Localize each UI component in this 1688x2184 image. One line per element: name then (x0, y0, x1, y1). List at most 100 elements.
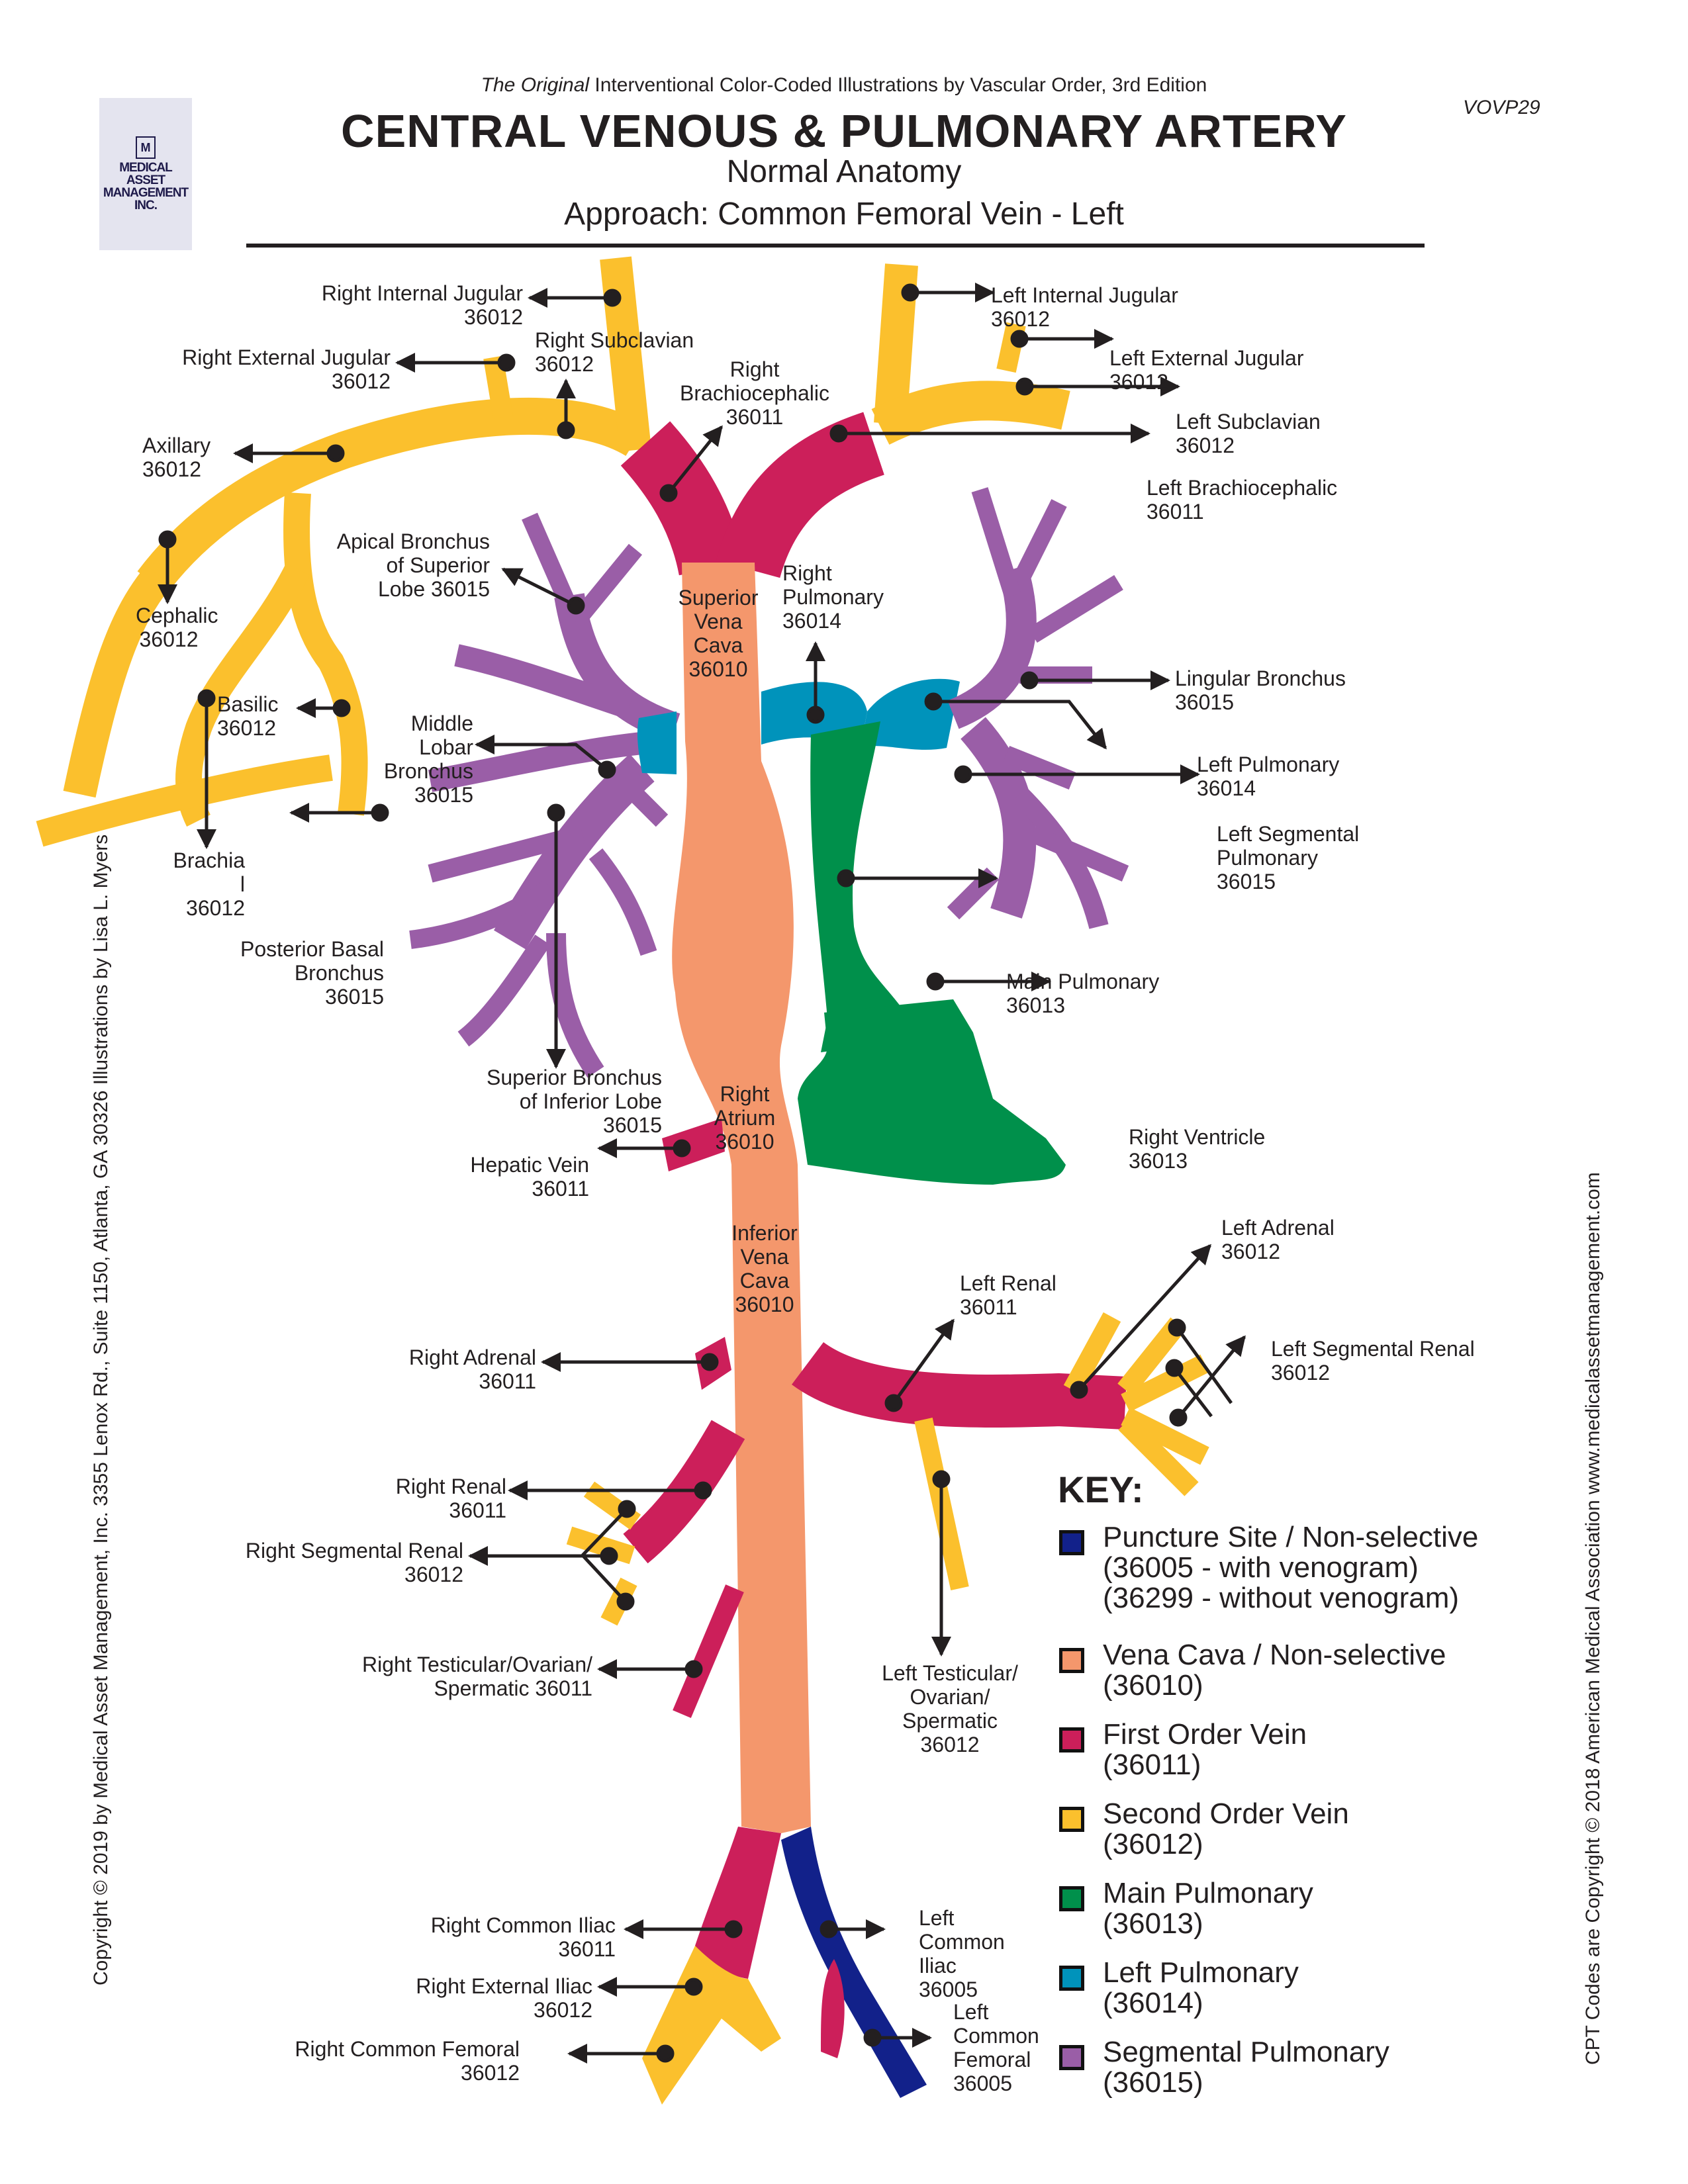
key-item-text: Second Order Vein(36012) (1103, 1799, 1349, 1860)
series-tagline: The Original Interventional Color-Coded … (0, 74, 1688, 97)
label-line: Cava (739, 1269, 790, 1293)
label-line: Left Subclavian (1176, 410, 1321, 433)
label-line: Left Renal (960, 1271, 1056, 1295)
label-line: Right Testicular/Ovarian/ (362, 1653, 592, 1676)
label-line: 36012 (464, 305, 523, 329)
label-line: Left (919, 1906, 955, 1930)
label-line: 36013 (1006, 993, 1065, 1017)
label-line: Brachiocephalic (680, 381, 829, 405)
label-line: Right (729, 357, 780, 381)
key-item-line: (36014) (1103, 1987, 1203, 2019)
label-line: Right Renal (395, 1475, 506, 1498)
document-code: VOVP29 (1463, 97, 1540, 118)
label-line: 36012 (535, 352, 594, 376)
key-swatch-icon (1059, 1530, 1084, 1555)
label-line: of Inferior Lobe (519, 1089, 662, 1113)
key-item-line: (36299 - without venogram) (1103, 1582, 1460, 1614)
label-line: Vena (740, 1245, 789, 1269)
key-item-line: (36013) (1103, 1907, 1203, 1940)
right-external-iliac-vessel (642, 1946, 781, 2105)
label-line: Atrium (714, 1106, 776, 1130)
label-line: Left Brachiocephalic (1147, 476, 1338, 500)
label-line: Vena (694, 610, 743, 633)
label-line: Superior (678, 586, 759, 610)
right-renal-vessel (623, 1420, 745, 1564)
label-line: 36015 (414, 783, 473, 807)
left-subclavian-vessel (871, 381, 1070, 445)
left-renal-vessel (792, 1342, 1127, 1430)
label-line: Right Adrenal (408, 1345, 536, 1369)
key-item-line: (36010) (1103, 1669, 1203, 1702)
arm-crossing-vessel (36, 754, 333, 847)
label-line: Right Internal Jugular (321, 281, 523, 305)
key-swatch-icon (1059, 2045, 1084, 2070)
right-ventricle-vessel (798, 999, 1066, 1185)
label-line: 36012 (1176, 433, 1235, 457)
label-line: Right Common Femoral (295, 2037, 520, 2061)
label-line: Middle (410, 711, 473, 735)
right-subclavian-axillary-vessel (137, 397, 645, 594)
label-line: Cava (693, 633, 743, 657)
label-line: Ovarian/ (910, 1685, 990, 1709)
label-line: Apical Bronchus (336, 529, 490, 553)
key-item-text: First Order Vein(36011) (1103, 1719, 1307, 1780)
key-item-text: Main Pulmonary(36013) (1103, 1878, 1313, 1939)
label-line: 36015 (1217, 870, 1276, 893)
key-swatch-icon (1059, 1886, 1084, 1911)
label-line: 36012 (217, 716, 276, 740)
label-line: 36014 (782, 609, 841, 633)
key-item-line: (36015) (1103, 2066, 1203, 2099)
label-line: Spermatic 36011 (434, 1676, 592, 1700)
right-pulmonary-branch-left (637, 711, 677, 774)
label-line: 36012 (404, 1563, 463, 1586)
label-line: Bronchus (383, 759, 473, 783)
label-line: 36015 (1175, 690, 1234, 714)
key-item-line: (36012) (1103, 1828, 1203, 1860)
label-line: Pulmonary (1217, 846, 1318, 870)
key-swatch-icon (1059, 1727, 1084, 1752)
label-line: 36011 (1147, 500, 1204, 523)
right-external-jugular-vessel (483, 355, 513, 419)
label-line: 36012 (142, 457, 201, 481)
label-line: 36012 (332, 369, 391, 393)
label-line: Left (953, 2000, 989, 2024)
label-line: 36012 (461, 2061, 520, 2085)
label-line: 36012 (1221, 1240, 1280, 1263)
left-internal-jugular-vessel (874, 263, 918, 425)
key-swatch-icon (1059, 1966, 1084, 1991)
logo-mark-icon: M (136, 136, 156, 159)
label-line: Right Common Iliac (430, 1913, 616, 1937)
label-line: 36011 (479, 1369, 536, 1393)
tagline-rest: Interventional Color-Coded Illustrations… (589, 74, 1207, 96)
left-renal-segmentals (1063, 1312, 1209, 1496)
right-arm-veins (36, 256, 651, 847)
left-internal-iliac-vessel (821, 1959, 845, 2058)
key-title: KEY: (1058, 1469, 1144, 1510)
label-line: 36011 (960, 1295, 1017, 1319)
label-line: 36012 (534, 1998, 592, 2022)
label-line: Left External Jugular (1109, 346, 1304, 370)
logo-line: INC. (134, 199, 158, 212)
label-line: Iliac (919, 1954, 957, 1978)
label-line: Right Subclavian (535, 328, 694, 352)
label-line: Bronchus (294, 961, 384, 985)
key-item-text: Puncture Site / Non-selective(36005 - wi… (1103, 1522, 1478, 1614)
label-line: Pulmonary (782, 585, 884, 609)
